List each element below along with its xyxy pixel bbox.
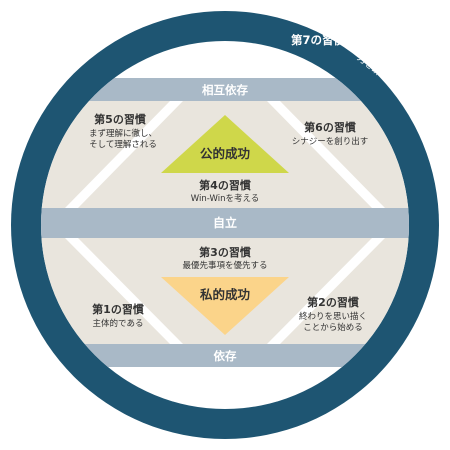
habit5-title: 第5の習慣 bbox=[94, 112, 146, 126]
habit5-line2: そして理解される bbox=[89, 139, 157, 150]
habit1-line1: 主体的である bbox=[93, 318, 144, 329]
band-bottom bbox=[41, 344, 409, 367]
private-right-separator bbox=[267, 238, 385, 344]
habit3-title: 第3の習慣 bbox=[199, 245, 251, 259]
private-success-label: 私的成功 bbox=[199, 287, 250, 302]
habit2-title: 第2の習慣 bbox=[307, 295, 359, 309]
band-top-label: 相互依存 bbox=[202, 83, 248, 97]
public-success-label: 公的成功 bbox=[200, 146, 250, 161]
habit3-line1: 最優先事項を優先する bbox=[182, 260, 267, 271]
habit5-line1: まず理解に徹し、 bbox=[89, 128, 157, 139]
band-bottom-label: 依存 bbox=[214, 349, 237, 363]
habit6-title: 第6の習慣 bbox=[304, 120, 356, 134]
band-middle bbox=[41, 208, 409, 238]
private-success-triangle bbox=[161, 277, 289, 335]
habit4-line1: Win-Winを考える bbox=[191, 194, 259, 204]
habit1-title: 第1の習慣 bbox=[92, 302, 144, 316]
band-top bbox=[41, 78, 409, 101]
ring-title: 第7の習慣 bbox=[291, 33, 346, 47]
habit2-line2: ことから始める bbox=[303, 322, 363, 333]
band-middle-label: 自立 bbox=[213, 215, 237, 230]
private-left-separator bbox=[65, 238, 183, 344]
public-left-separator bbox=[65, 101, 183, 208]
public-right-separator bbox=[267, 101, 385, 208]
public-success-triangle bbox=[161, 115, 289, 173]
habit2-line1: 終わりを思い描く bbox=[299, 311, 367, 322]
habit6-line1: シナジーを創り出す bbox=[292, 136, 369, 147]
habit4-title: 第4の習慣 bbox=[199, 178, 251, 192]
